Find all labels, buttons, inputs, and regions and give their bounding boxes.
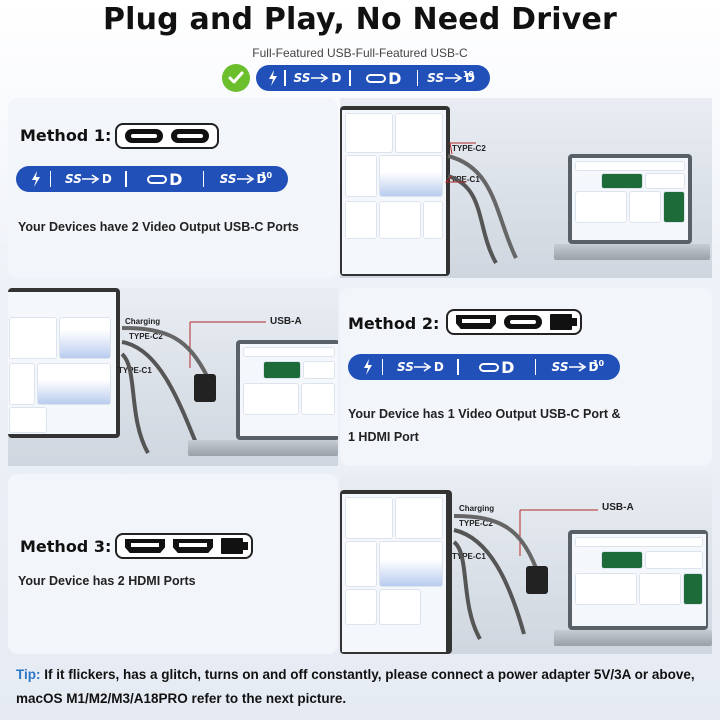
spec-bar-top: SS D D SS 10 D — [256, 65, 490, 91]
usb-a-plug-icon — [550, 314, 577, 330]
ss-text: SS — [293, 71, 311, 85]
usb-c-port-icon: D — [127, 170, 203, 189]
cable-label-type-c1: TYPE-C1 — [118, 366, 152, 375]
cables-graphic — [120, 321, 266, 454]
method-1-ports — [115, 123, 219, 149]
ss-text: SS — [551, 360, 569, 374]
monitor-screen — [8, 292, 116, 434]
usb-c-port-icon — [171, 129, 209, 143]
method-3-label: Method 3: — [20, 537, 112, 556]
ss-text: SS — [64, 172, 82, 186]
laptop-base — [188, 440, 338, 456]
laptop-base — [554, 630, 712, 646]
cable-label-type-c2: TYPE-C2 — [459, 519, 493, 528]
ss-text: SS — [396, 360, 414, 374]
dp-icon: D — [433, 360, 444, 374]
method-2-label: Method 2: — [348, 314, 440, 333]
method-1-label: Method 1: — [20, 126, 112, 145]
laptop-screen — [572, 158, 688, 240]
method-1-photo: TYPE-C2 TYPE-C1 — [340, 98, 712, 278]
tip-label: Tip: — [16, 667, 41, 682]
usb-a-plug-icon — [221, 538, 248, 554]
dp-icon: D — [588, 360, 599, 374]
ss-usb-icon: SS D — [51, 172, 125, 186]
ss10-usb-icon: SS 10 D — [536, 359, 614, 374]
method-2-ports — [446, 309, 582, 335]
ss10-sup: 10 — [260, 171, 273, 180]
thunderbolt-icon — [354, 359, 382, 375]
hdmi-port-icon — [125, 539, 165, 553]
spec-bar-method-1: SS D D SS 10 D — [16, 166, 288, 192]
tip-body: If it flickers, has a glitch, turns on a… — [16, 667, 695, 706]
ss-usb-icon: SS D — [286, 71, 350, 85]
thunderbolt-icon — [262, 70, 284, 86]
method-3-description: Your Device has 2 HDMI Ports — [18, 574, 196, 588]
cable-label-type-c2: TYPE-C2 — [129, 332, 163, 341]
usb-a-label: USB-A — [602, 502, 634, 513]
dp-icon: D — [501, 357, 515, 377]
cables-graphic — [444, 142, 518, 264]
ss10-sup: 10 — [462, 70, 474, 79]
dp-icon: D — [465, 71, 475, 85]
method-3-ports — [115, 533, 253, 559]
usb-c-port-icon — [125, 129, 163, 143]
ss10-sup: 10 — [592, 359, 605, 368]
dp-icon: D — [101, 172, 112, 186]
dp-icon: D — [169, 169, 183, 189]
method-1-description: Your Devices have 2 Video Output USB-C P… — [18, 220, 299, 234]
method-3-panel — [8, 474, 338, 654]
hdmi-port-icon — [173, 539, 213, 553]
method-3-photo: Charging TYPE-C2 TYPE-C1 USB-A — [340, 474, 712, 654]
method-2-description-line2: 1 HDMI Port — [348, 430, 419, 444]
page-title: Plug and Play, No Need Driver — [102, 2, 618, 37]
ss-text: SS — [427, 71, 445, 85]
cable-label-charging: Charging — [459, 504, 495, 513]
page-subtitle: Full-Featured USB-Full-Featured USB-C — [252, 46, 468, 60]
monitor-screen — [342, 110, 446, 274]
usb-c-port-icon: D — [459, 358, 535, 377]
cable-label-type-c1: TYPE-C1 — [452, 552, 486, 561]
usb-c-port-icon: D — [351, 69, 417, 88]
cable-label-type-c2: TYPE-C2 — [452, 144, 486, 153]
laptop-screen — [240, 344, 338, 436]
spec-bar-method-2: SS D D SS 10 D — [348, 354, 620, 380]
laptop-base — [554, 244, 710, 260]
laptop-screen — [572, 534, 706, 626]
top-spec-badges: SS D D SS 10 D — [222, 64, 490, 92]
ss-text: SS — [219, 172, 237, 186]
cable-label-type-c1: TYPE-C1 — [446, 175, 480, 184]
cable-label-charging: Charging — [125, 317, 161, 326]
monitor-screen — [342, 494, 446, 652]
ss10-usb-icon: SS 10 D — [204, 171, 282, 186]
method-2-photo: Charging TYPE-C2 TYPE-C1 USB-A — [8, 288, 338, 466]
charger-brick — [194, 374, 216, 402]
ss-usb-icon: SS D — [383, 360, 457, 374]
cables-graphic — [452, 509, 598, 640]
usb-c-port-icon — [504, 315, 542, 329]
check-icon — [222, 64, 250, 92]
thunderbolt-icon — [22, 171, 50, 187]
dp-icon: D — [388, 68, 402, 88]
dp-icon: D — [331, 71, 342, 85]
charger-brick — [526, 566, 548, 594]
tip-text: Tip: If it flickers, has a glitch, turns… — [16, 663, 716, 711]
dp-icon: D — [256, 172, 267, 186]
ss10-usb-icon: SS 10 D — [418, 70, 484, 85]
usb-a-label: USB-A — [270, 316, 302, 327]
hdmi-port-icon — [456, 315, 496, 329]
method-2-description-line1: Your Device has 1 Video Output USB-C Por… — [348, 407, 621, 421]
